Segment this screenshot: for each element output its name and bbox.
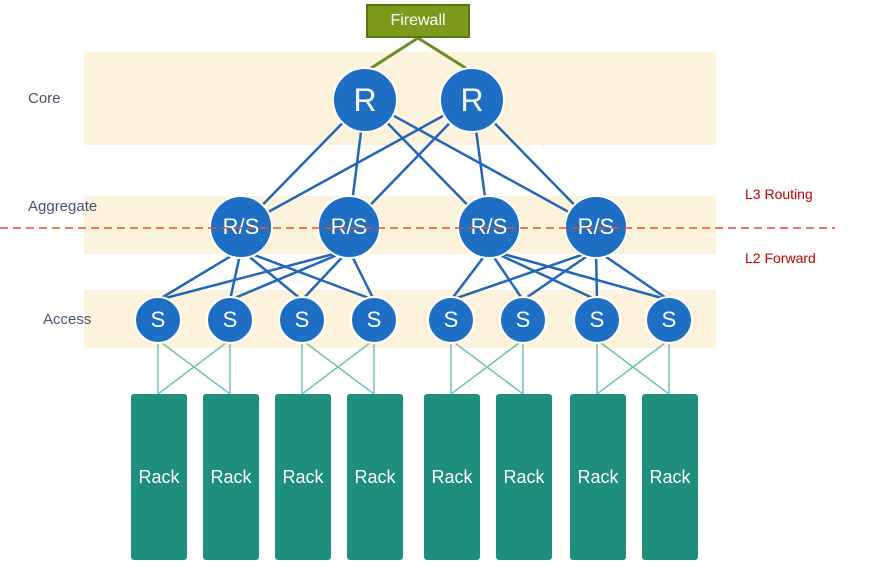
rack-2: Rack [203, 394, 259, 560]
core-router-1: R [332, 67, 398, 133]
rack-1: Rack [131, 394, 187, 560]
access-switch-7: S [573, 296, 621, 344]
access-to-rack-links [157, 339, 670, 395]
agg-access-link [522, 248, 597, 302]
core-agg-link [240, 98, 473, 229]
rack-4: Rack [347, 394, 403, 560]
rack-3: Rack [275, 394, 331, 560]
access-switch-8: S [645, 296, 693, 344]
aggregate-node-4: R/S [564, 195, 628, 259]
access-switch-5: S [427, 296, 475, 344]
access-rack-link [157, 339, 231, 395]
aggregate-node-2: R/S [317, 195, 381, 259]
agg-access-link [488, 248, 598, 302]
agg-access-link [595, 248, 670, 302]
agg-access-link [301, 249, 350, 301]
access-rack-link [596, 339, 670, 395]
access-rack-link [450, 339, 524, 395]
l2-forward-label: L2 Forward [745, 250, 816, 266]
access-rack-link [301, 339, 375, 395]
rack-6: Rack [496, 394, 552, 560]
access-tier-label: Access [43, 311, 92, 328]
core-tier-band [84, 52, 716, 145]
agg-access-link [157, 248, 350, 302]
core-tier-label: Core [28, 90, 61, 107]
firewall-node: Firewall [366, 4, 470, 38]
access-switch-2: S [206, 296, 254, 344]
access-switch-1: S [134, 296, 182, 344]
firewall-to-router-1-link [364, 36, 419, 74]
firewall-to-router-2-link [417, 36, 473, 74]
agg-access-link [488, 248, 670, 302]
agg-access-link [229, 248, 350, 302]
agg-access-link [240, 249, 303, 301]
access-switch-6: S [499, 296, 547, 344]
access-switch-4: S [350, 296, 398, 344]
aggregate-node-3: R/S [457, 195, 521, 259]
agg-access-link [450, 248, 597, 302]
agg-access-link [240, 248, 375, 302]
rack-7: Rack [570, 394, 626, 560]
access-switch-3: S [278, 296, 326, 344]
l3-routing-label: L3 Routing [745, 186, 813, 202]
rack-8: Rack [642, 394, 698, 560]
rack-5: Rack [424, 394, 480, 560]
aggregate-tier-label: Aggregate [28, 198, 98, 215]
aggregate-node-1: R/S [209, 195, 273, 259]
core-router-2: R [439, 67, 505, 133]
agg-access-link [157, 248, 242, 302]
firewall-links [364, 36, 473, 74]
